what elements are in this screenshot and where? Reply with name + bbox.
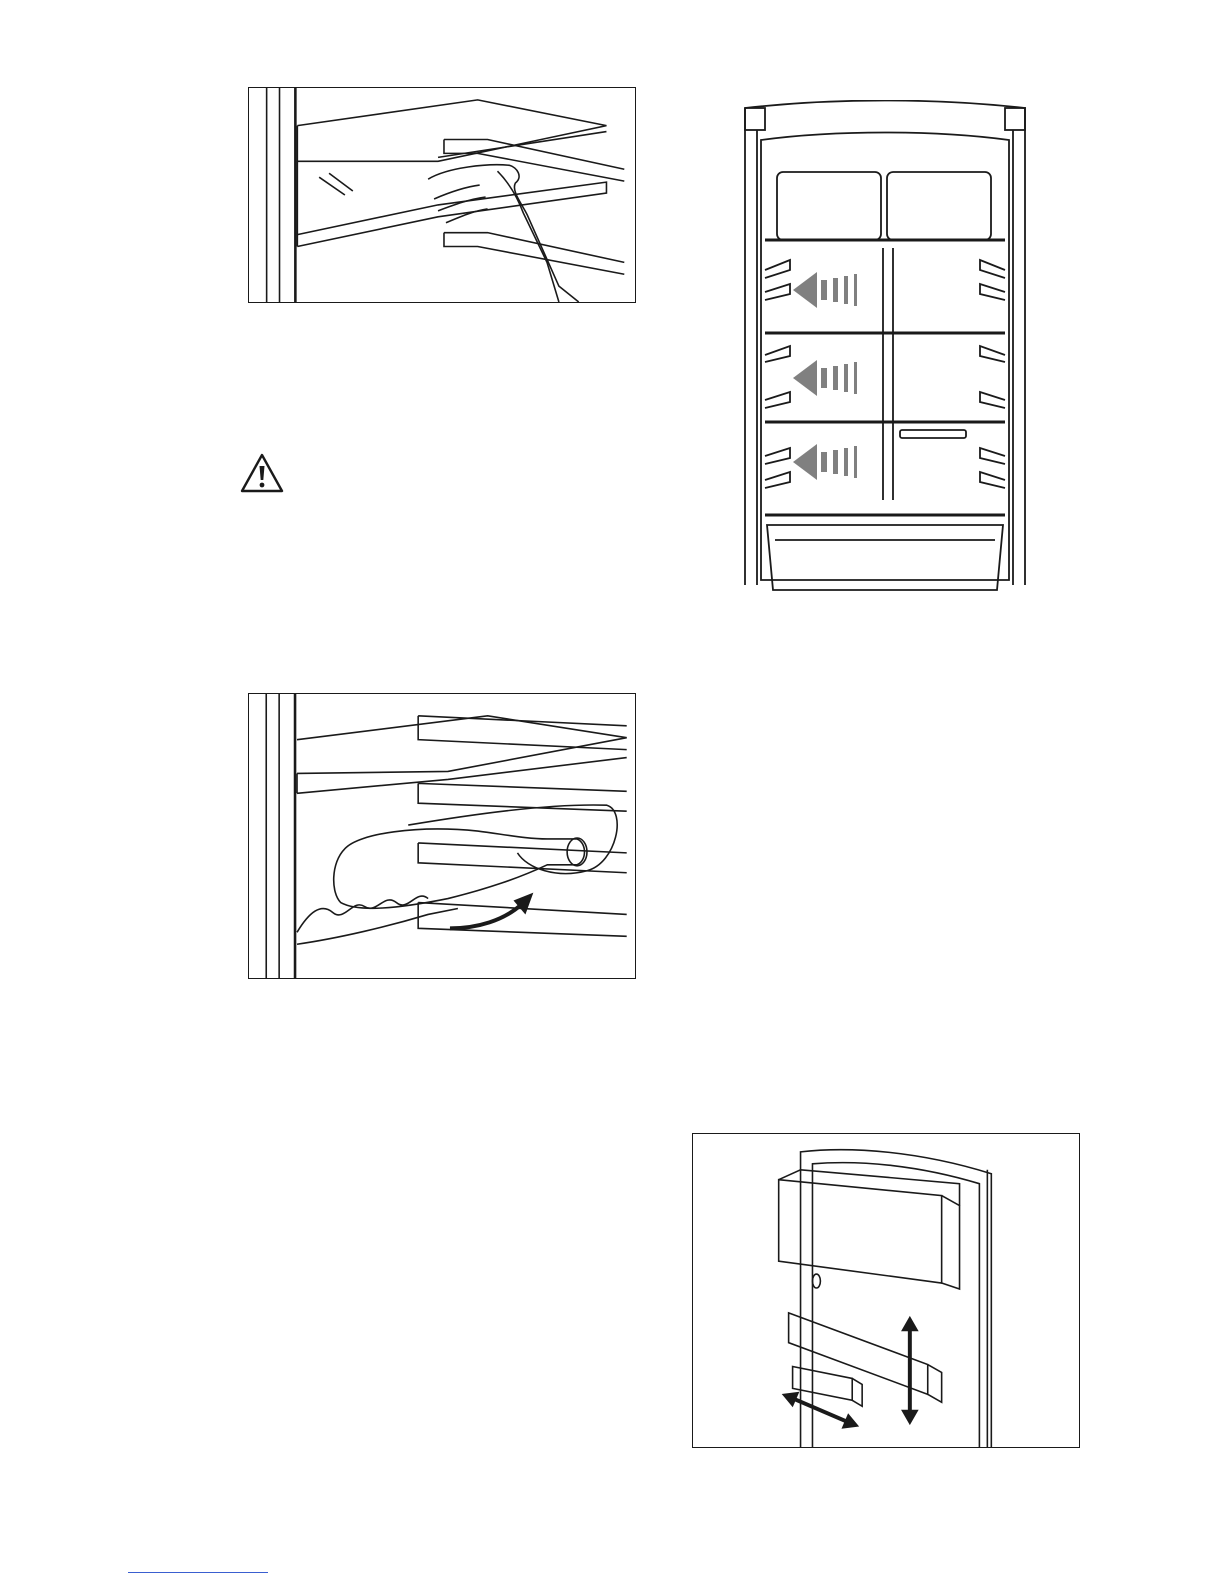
bottle-rack-illustration [249,694,635,978]
airflow-arrows [793,272,857,480]
figure-fridge-interior [735,100,1035,600]
footer-link-underline[interactable] [128,1572,268,1573]
figure-remove-glass-shelf [248,87,636,303]
fridge-interior-illustration [735,100,1035,600]
figure-door-balcony [692,1133,1080,1448]
door-balcony-illustration [693,1134,1079,1447]
warning-triangle-icon [239,452,285,494]
figure-bottle-rack [248,693,636,979]
glass-shelf-illustration [249,88,635,302]
curved-arrow-icon [513,893,533,915]
double-arrow-icon [783,1317,918,1428]
